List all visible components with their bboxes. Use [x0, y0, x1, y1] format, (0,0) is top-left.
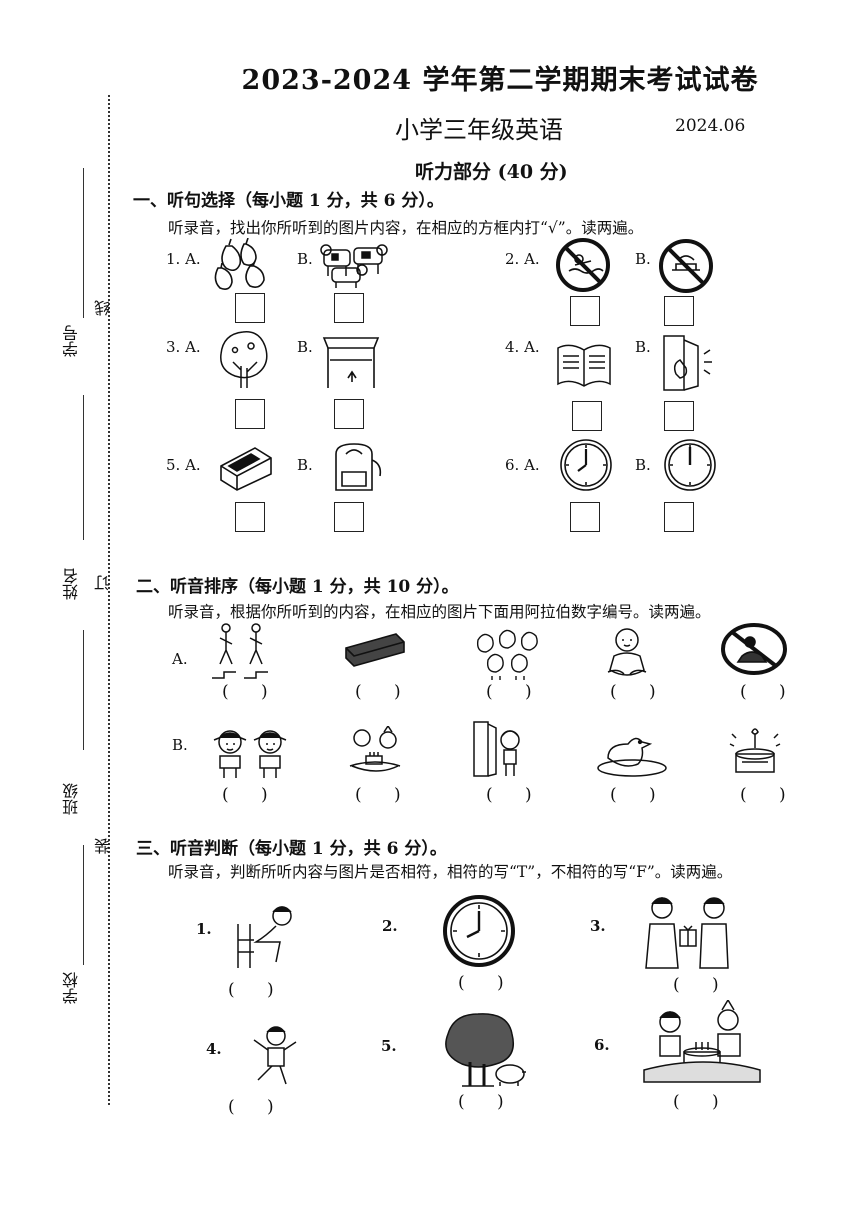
order-b3-answer[interactable]: ( ) — [486, 785, 532, 805]
item6-b-label: B. — [635, 456, 651, 474]
clock-b-picture — [662, 437, 718, 493]
section3-heading: 三、听音判断（每小题 1 分，共 6 分）。 — [136, 839, 447, 859]
item5-b-label: B. — [297, 456, 313, 474]
order-b1-answer[interactable]: ( ) — [222, 785, 268, 805]
item2-b-checkbox[interactable] — [664, 296, 694, 326]
pears-picture — [212, 238, 268, 292]
item5-b-checkbox[interactable] — [334, 502, 364, 532]
order-b4-answer[interactable]: ( ) — [610, 785, 656, 805]
girl-sitting-chair-picture — [232, 904, 304, 970]
twin-girls-picture — [208, 728, 292, 780]
judge-5-answer[interactable]: ( ) — [458, 1092, 504, 1112]
baby-sitting-picture — [602, 626, 652, 680]
item4-b-checkbox[interactable] — [664, 401, 694, 431]
binding-dotted-line — [108, 95, 110, 1105]
tree-and-pig-picture — [438, 1012, 528, 1088]
judge-1-number: 1. — [196, 920, 212, 938]
duck-picture — [594, 734, 670, 778]
field-class: 班级 — [62, 783, 81, 815]
section2-heading: 二、听音排序（每小题 1 分，共 10 分）。 — [136, 577, 459, 597]
item1-b-checkbox[interactable] — [334, 293, 364, 323]
student-id-line — [83, 168, 84, 318]
item4-b-label: B. — [635, 338, 651, 356]
mark-install: 装 — [94, 838, 113, 854]
field-name: 姓名 — [62, 568, 81, 600]
judge-3-number: 3. — [590, 917, 606, 935]
birthday-party-picture — [344, 726, 406, 778]
no-swimming-sign-picture — [555, 237, 611, 293]
climbing-stairs-picture — [210, 622, 272, 680]
no-eating-sign-picture — [720, 622, 788, 676]
item5-a-label: 5. A. — [166, 456, 201, 474]
order-b5-answer[interactable]: ( ) — [740, 785, 786, 805]
item6-a-checkbox[interactable] — [570, 502, 600, 532]
exam-date: 2024.06 — [675, 116, 746, 136]
pencil-case-picture — [217, 444, 275, 492]
judge-6-number: 6. — [594, 1036, 610, 1054]
girl-at-door-picture — [470, 720, 528, 780]
section1-heading: 一、听句选择（每小题 1 分，共 6 分）。 — [133, 191, 444, 211]
exam-subtitle: 小学三年级英语 — [395, 116, 563, 144]
judge-2-number: 2. — [382, 917, 398, 935]
judge-3-answer[interactable]: ( ) — [673, 975, 719, 995]
name-line-top — [83, 395, 84, 540]
item2-a-label: 2. A. — [505, 250, 540, 268]
item3-a-checkbox[interactable] — [235, 399, 265, 429]
order-a4-answer[interactable]: ( ) — [610, 682, 656, 702]
class-line — [83, 630, 84, 750]
item3-b-label: B. — [297, 338, 313, 356]
item1-a-checkbox[interactable] — [235, 293, 265, 323]
part-title: 听力部分 (40 分) — [415, 161, 568, 183]
clock-a-picture — [558, 437, 614, 493]
pencil-box-picture — [342, 630, 408, 670]
boy-waving-picture — [246, 1024, 302, 1088]
section2-instruction: 听录音，根据你所听到的内容，在相应的图片下面用阿拉伯数字编号。读两遍。 — [168, 603, 711, 621]
item6-b-checkbox[interactable] — [664, 502, 694, 532]
mark-line: 线 — [94, 300, 113, 316]
item3-a-label: 3. A. — [166, 338, 201, 356]
order-a5-answer[interactable]: ( ) — [740, 682, 786, 702]
no-food-sign-picture — [658, 238, 714, 294]
judge-4-number: 4. — [206, 1040, 222, 1058]
judge-1-answer[interactable]: ( ) — [228, 980, 274, 1000]
chickens-picture — [470, 624, 542, 680]
item4-a-label: 4. A. — [505, 338, 540, 356]
judge-2-answer[interactable]: ( ) — [458, 973, 504, 993]
closing-door-picture — [660, 334, 714, 392]
item3-b-checkbox[interactable] — [334, 399, 364, 429]
birthday-celebration-picture — [640, 1000, 764, 1084]
exam-title: 2023-2024 学年第二学期期末考试试卷 — [241, 65, 759, 96]
item6-a-label: 6. A. — [505, 456, 540, 474]
order-a2-answer[interactable]: ( ) — [355, 682, 401, 702]
section3-instruction: 听录音，判断所听内容与图片是否相符，相符的写“T”，不相符的写“F”。读两遍。 — [168, 863, 733, 881]
judge-5-number: 5. — [381, 1037, 397, 1055]
open-book-picture — [555, 340, 613, 390]
section1-instruction: 听录音，找出你所听到的图片内容，在相应的方框内打“√”。读两遍。 — [168, 219, 644, 237]
judge-4-answer[interactable]: ( ) — [228, 1097, 274, 1117]
order-a3-answer[interactable]: ( ) — [486, 682, 532, 702]
item2-b-label: B. — [635, 250, 651, 268]
section2-row-b-label: B. — [172, 736, 188, 754]
section2-row-a-label: A. — [172, 650, 188, 668]
tree-picture — [215, 328, 271, 390]
judge-6-answer[interactable]: ( ) — [673, 1092, 719, 1112]
school-line — [83, 845, 84, 965]
birthday-cake-picture — [724, 726, 786, 778]
schoolbag-picture — [328, 442, 384, 494]
item2-a-checkbox[interactable] — [570, 296, 600, 326]
item1-a-label: 1. A. — [166, 250, 201, 268]
item4-a-checkbox[interactable] — [572, 401, 602, 431]
item5-a-checkbox[interactable] — [235, 502, 265, 532]
item1-b-label: B. — [297, 250, 313, 268]
order-a1-answer[interactable]: ( ) — [222, 682, 268, 702]
field-school: 学校 — [62, 972, 81, 1004]
order-b2-answer[interactable]: ( ) — [355, 785, 401, 805]
wall-clock-picture — [442, 894, 516, 968]
field-student-id: 学号 — [62, 325, 81, 357]
mark-bind: 订 — [94, 575, 113, 591]
giving-gift-picture — [640, 894, 736, 970]
desk-picture — [320, 330, 382, 392]
cows-picture — [318, 240, 390, 290]
